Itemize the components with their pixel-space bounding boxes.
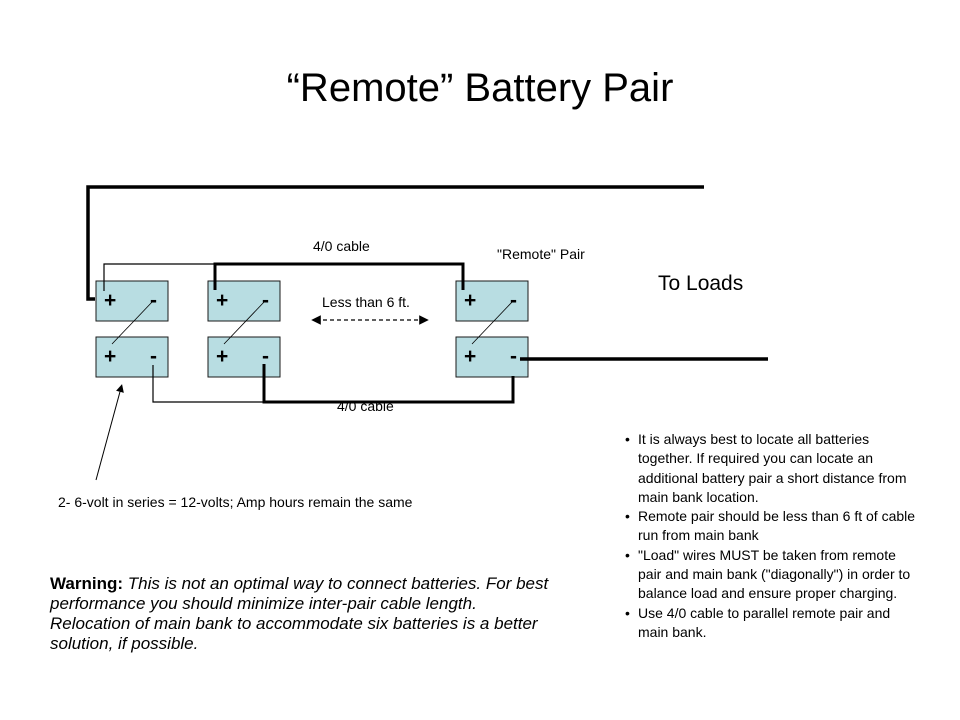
load-wire-positive xyxy=(86,185,704,301)
battery-remote-top: +- xyxy=(455,280,529,322)
battery-main-a-bottom: +- xyxy=(95,336,169,378)
negative-terminal-icon: - xyxy=(262,345,269,368)
battery-body xyxy=(95,280,169,322)
positive-terminal-icon: + xyxy=(216,345,228,368)
warning-lead: Warning: xyxy=(50,574,124,593)
series-note-pointer xyxy=(95,384,124,481)
positive-terminal-icon: + xyxy=(464,345,476,368)
cable-4-0-positive xyxy=(213,262,465,290)
to-loads-label: To Loads xyxy=(658,272,744,295)
positive-terminal-icon: + xyxy=(104,345,116,368)
negative-terminal-icon: - xyxy=(150,345,157,368)
cable-label-top: 4/0 cable xyxy=(313,238,370,254)
note-item: Remote pair should be less than 6 ft of … xyxy=(622,507,922,546)
warning-body: This is not an optimal way to connect ba… xyxy=(50,574,549,653)
series-note: 2- 6-volt in series = 12-volts; Amp hour… xyxy=(58,494,413,510)
battery-body xyxy=(455,336,529,378)
battery-body xyxy=(455,280,529,322)
cable-label-bottom: 4/0 cable xyxy=(337,398,394,414)
positive-terminal-icon: + xyxy=(464,289,476,312)
battery-main-b-top: +- xyxy=(207,280,281,322)
negative-terminal-icon: - xyxy=(510,345,517,368)
negative-terminal-icon: - xyxy=(150,289,157,312)
warning-text: Warning: This is not an optimal way to c… xyxy=(50,574,560,654)
note-item: It is always best to locate all batterie… xyxy=(622,430,922,507)
wire-main-positive-link xyxy=(103,263,215,291)
wire-main-negative-link xyxy=(152,365,264,403)
battery-main-b-bottom: +- xyxy=(207,336,281,378)
battery-remote-bottom: +- xyxy=(455,336,529,378)
battery-body xyxy=(207,336,281,378)
cable-4-0-negative xyxy=(262,364,515,404)
note-item: Use 4/0 cable to parallel remote pair an… xyxy=(622,604,922,643)
battery-main-a-top: +- xyxy=(95,280,169,322)
distance-label: Less than 6 ft. xyxy=(322,294,410,310)
positive-terminal-icon: + xyxy=(104,289,116,312)
notes-list: It is always best to locate all batterie… xyxy=(622,430,922,642)
battery-body xyxy=(207,280,281,322)
battery-body xyxy=(95,336,169,378)
negative-terminal-icon: - xyxy=(510,289,517,312)
note-item: "Load" wires MUST be taken from remote p… xyxy=(622,546,922,604)
remote-pair-label: "Remote" Pair xyxy=(497,246,585,262)
series-link-main-a xyxy=(111,300,154,345)
positive-terminal-icon: + xyxy=(216,289,228,312)
series-link-remote xyxy=(471,300,514,345)
page-title: “Remote” Battery Pair xyxy=(286,66,674,110)
negative-terminal-icon: - xyxy=(262,289,269,312)
series-link-main-b xyxy=(223,300,266,345)
